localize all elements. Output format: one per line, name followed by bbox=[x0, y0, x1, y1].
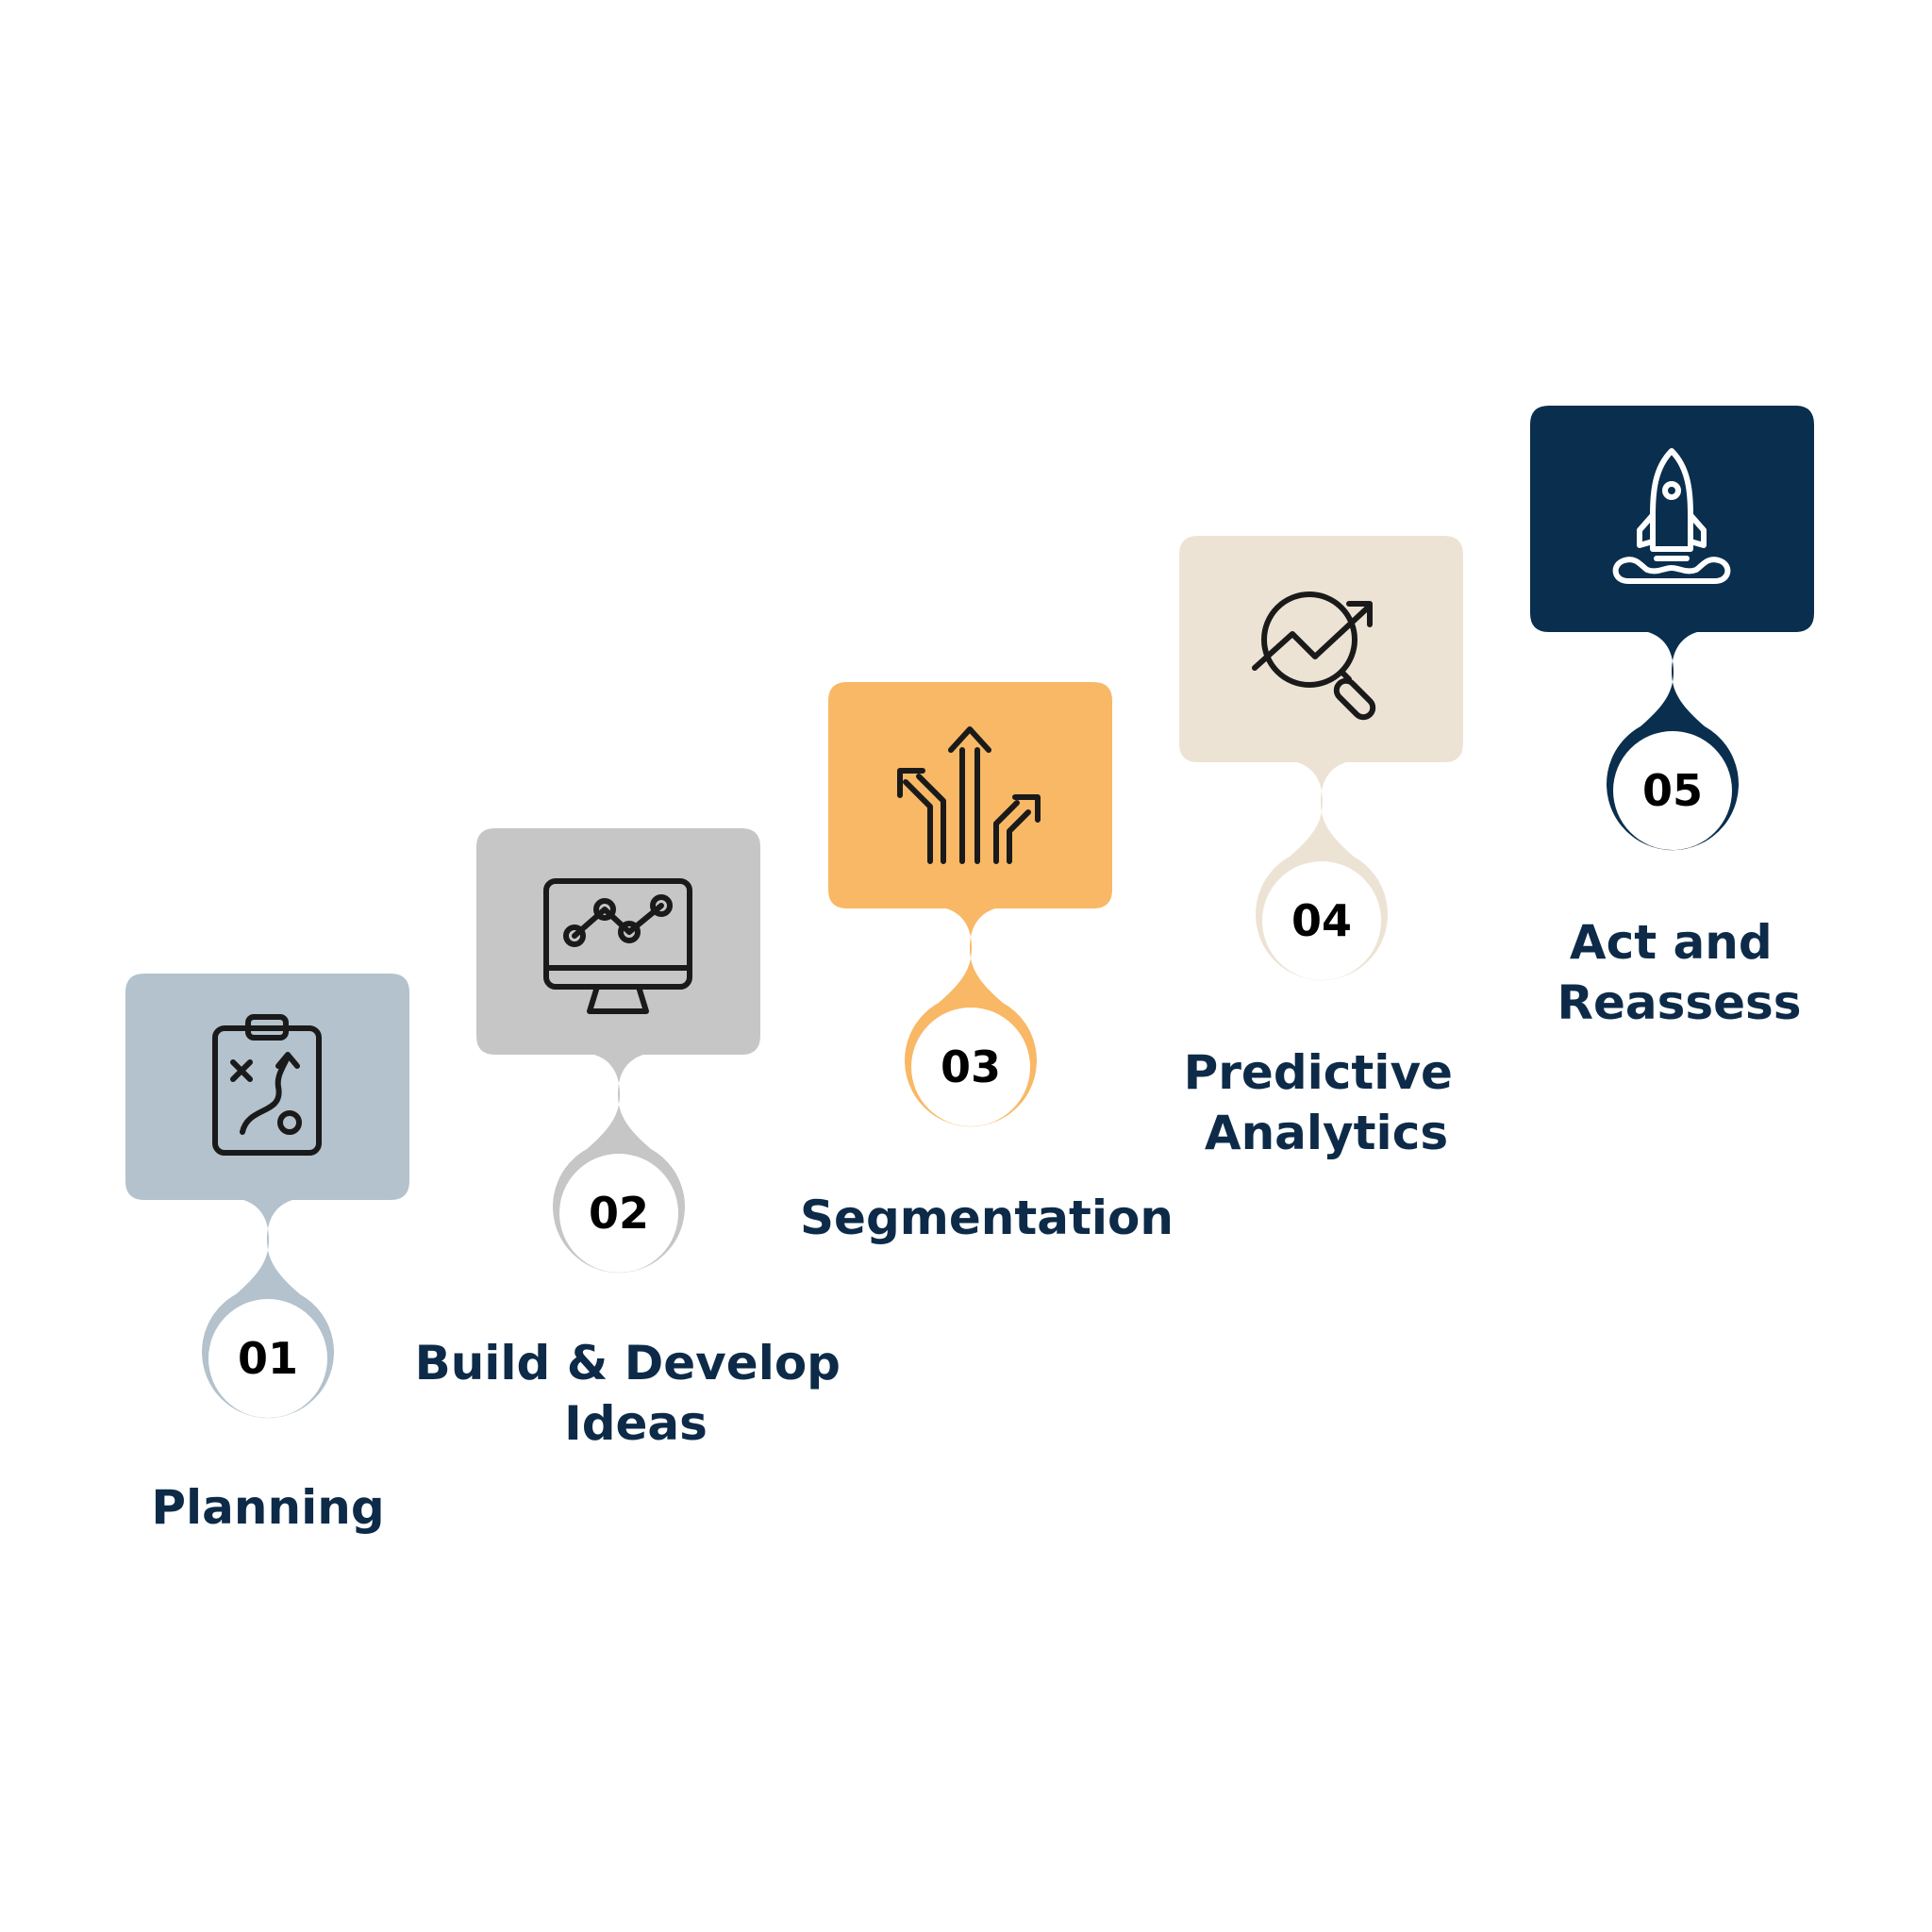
monitor-chart-icon bbox=[543, 878, 692, 1014]
title-line: Build & Develop bbox=[415, 1336, 841, 1391]
step-number: 04 bbox=[1291, 895, 1352, 946]
step-title-04: Predictive Analytics bbox=[1184, 1045, 1470, 1160]
svg-text:Segmentation: Segmentation bbox=[800, 1191, 1174, 1245]
clipboard-strategy-icon bbox=[212, 1014, 322, 1156]
step-05: 05 bbox=[1530, 406, 1814, 851]
step-number: 05 bbox=[1642, 765, 1703, 816]
number-circle bbox=[559, 1154, 678, 1273]
step-title-03: Segmentation bbox=[800, 1191, 1174, 1245]
title-line: Predictive bbox=[1184, 1045, 1453, 1100]
svg-text:Act and Reassess: Act and Reassess bbox=[1557, 915, 1801, 1030]
step-card bbox=[1179, 536, 1463, 981]
title-line: Act and bbox=[1570, 915, 1773, 970]
step-title-02: Build & Develop Ideas bbox=[415, 1336, 858, 1451]
diverging-arrows-icon bbox=[897, 726, 1041, 864]
svg-text:Predictive Analytics: Predictive Analytics bbox=[1184, 1045, 1470, 1160]
title-line: Analytics bbox=[1205, 1106, 1448, 1160]
title-line: Segmentation bbox=[800, 1191, 1174, 1245]
number-circle bbox=[1262, 861, 1381, 980]
step-04: 04 bbox=[1179, 536, 1463, 981]
svg-text:Build & Develop Ideas: Build & Develop Ideas bbox=[415, 1336, 858, 1451]
step-number: 03 bbox=[941, 1041, 1001, 1092]
step-number: 01 bbox=[238, 1333, 298, 1384]
title-line: Planning bbox=[151, 1480, 384, 1535]
rocket-launch-icon bbox=[1612, 448, 1731, 584]
step-title-05: Act and Reassess bbox=[1557, 915, 1801, 1030]
title-line: Reassess bbox=[1557, 975, 1801, 1030]
number-circle bbox=[1613, 731, 1732, 850]
magnify-trend-icon bbox=[1252, 591, 1376, 721]
step-02: 02 bbox=[476, 828, 760, 1274]
title-line: Ideas bbox=[564, 1396, 708, 1451]
step-03: 03 bbox=[828, 682, 1112, 1127]
number-circle bbox=[208, 1299, 327, 1418]
step-card bbox=[125, 974, 409, 1419]
number-circle bbox=[911, 1008, 1030, 1126]
step-card bbox=[1530, 406, 1814, 851]
svg-text:Planning: Planning bbox=[151, 1480, 384, 1535]
step-title-01: Planning bbox=[151, 1480, 384, 1535]
step-01: 01 bbox=[125, 974, 409, 1419]
step-number: 02 bbox=[589, 1188, 649, 1239]
